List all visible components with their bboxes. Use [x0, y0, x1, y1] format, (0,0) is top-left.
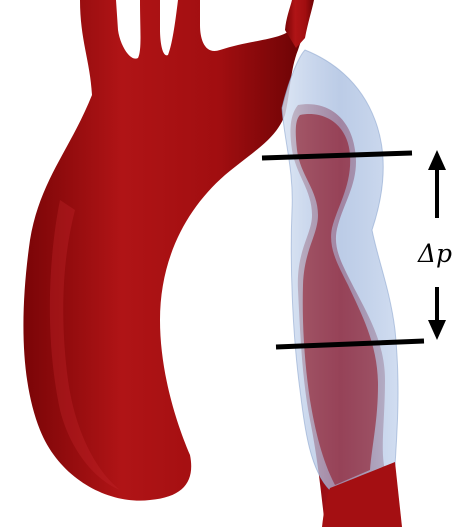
up-arrow-icon — [428, 150, 446, 218]
translucent-stenosis-envelope — [282, 50, 402, 527]
down-arrow-icon — [428, 287, 446, 340]
aortic-arch-model — [23, 0, 314, 501]
upper-measurement-line — [262, 153, 412, 158]
pressure-drop-label: Δp — [417, 239, 452, 268]
